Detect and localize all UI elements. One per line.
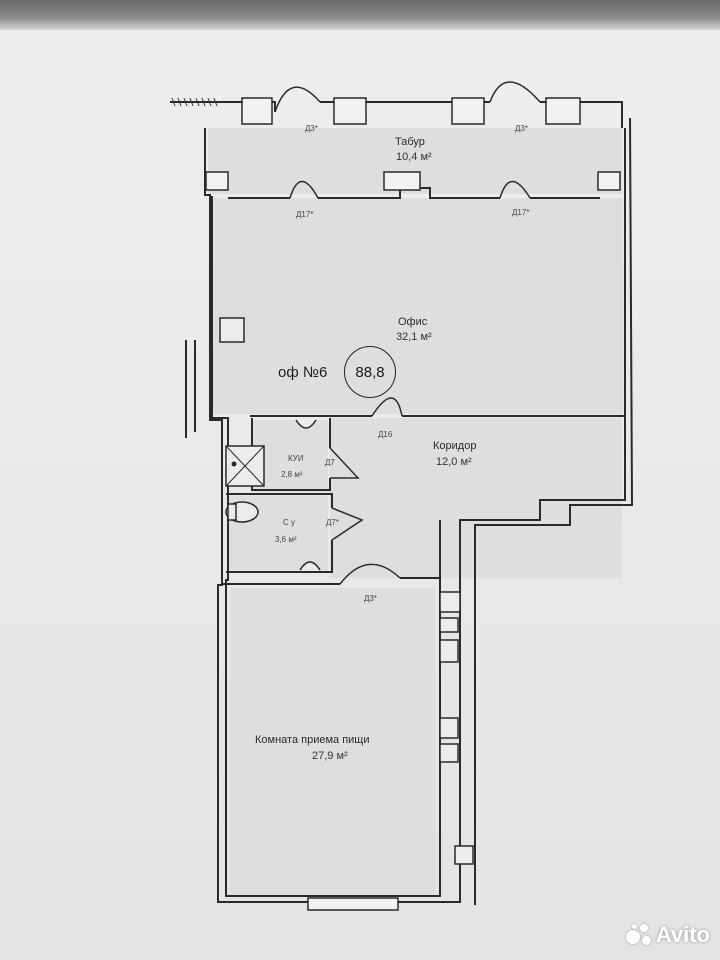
window-bottom: [307, 897, 399, 911]
window-tabur-bottom: [383, 171, 421, 191]
door-arc-d17-right: [499, 180, 531, 199]
window-mid-right: [451, 97, 485, 125]
door-label-d3-right: Д3*: [515, 124, 528, 133]
hatch: [171, 97, 176, 107]
door-arc-d3-left: [274, 86, 321, 113]
door-label-d16: Д16: [378, 430, 393, 439]
hatch: [201, 97, 206, 107]
door-arc-d7-kui: [329, 447, 360, 479]
door-arc-d3-right: [489, 81, 541, 103]
shower-diag-2: [225, 445, 265, 487]
room-office-fill: [213, 198, 623, 414]
room-label-tabur: Табур: [395, 136, 425, 148]
window-right: [545, 97, 581, 125]
door-label-d3-left: Д3*: [305, 124, 318, 133]
door-arc-d16: [371, 397, 403, 417]
toilet-tank: [227, 503, 237, 521]
column-box: [219, 317, 245, 343]
room-area-office: 32,1 м²: [396, 331, 432, 343]
door-label-d7-kui: Д7: [325, 458, 335, 467]
room-label-office: Офис: [398, 316, 428, 328]
door-label-d17-right: Д17*: [512, 208, 530, 217]
hatch: [195, 97, 200, 107]
sink-su: [299, 561, 321, 571]
right-exterior-wall: [474, 117, 634, 905]
room-label-corridor: Коридор: [433, 440, 477, 452]
room-area-corridor: 12,0 м²: [436, 456, 472, 468]
door-arc-d3-dining: [339, 563, 401, 585]
room-label-su: С у: [283, 518, 295, 527]
room-area-dining: 27,9 м²: [312, 750, 348, 762]
su-bottom-wall: [226, 540, 333, 573]
sink-kui: [295, 419, 317, 429]
room-label-dining: Комната приема пищи: [255, 734, 370, 746]
hatch: [213, 97, 218, 107]
room-area-su: 3,6 м²: [275, 535, 297, 544]
inner-wall-outline: [211, 196, 441, 897]
fixture-f: [454, 845, 474, 865]
door-label-d17-left: Д17*: [296, 210, 314, 219]
room-area-tabur: 10,4 м²: [396, 151, 432, 163]
su-top-wall: [226, 493, 333, 508]
room-dining-fill: [230, 588, 435, 895]
fixture-c: [439, 639, 459, 663]
door-label-d3-dining: Д3*: [364, 594, 377, 603]
window-mid-left: [333, 97, 367, 125]
door-arc-d7-su: [331, 507, 364, 541]
fixture-a: [439, 591, 461, 613]
avito-watermark: Avito: [625, 922, 710, 948]
shower-drain: [231, 461, 237, 467]
room-label-kui: КУИ: [288, 454, 304, 463]
table-edge: [0, 0, 720, 30]
total-area-value: 88,8: [355, 363, 385, 381]
hatch: [189, 97, 194, 107]
fixture-b: [439, 617, 459, 633]
total-area-circle: 88,8: [344, 346, 396, 398]
fixture-e: [439, 743, 459, 763]
door-label-d7-su: Д7*: [326, 518, 339, 527]
door-arc-d17-left: [289, 180, 319, 199]
window-left: [241, 97, 273, 125]
window-side-b: [597, 171, 621, 191]
hatch: [207, 97, 212, 107]
avito-logo-icon: [625, 924, 652, 946]
fixture-d: [439, 717, 459, 739]
unit-label: оф №6: [278, 364, 328, 381]
outer-wall: [204, 128, 626, 903]
dining-top-wall-b: [400, 577, 441, 588]
window-side-a: [205, 171, 229, 191]
avito-watermark-text: Avito: [655, 922, 710, 947]
hatch: [183, 97, 188, 107]
room-area-kui: 2,8 м²: [281, 470, 303, 479]
hatch: [177, 97, 182, 107]
facade-top-left: [170, 101, 276, 112]
